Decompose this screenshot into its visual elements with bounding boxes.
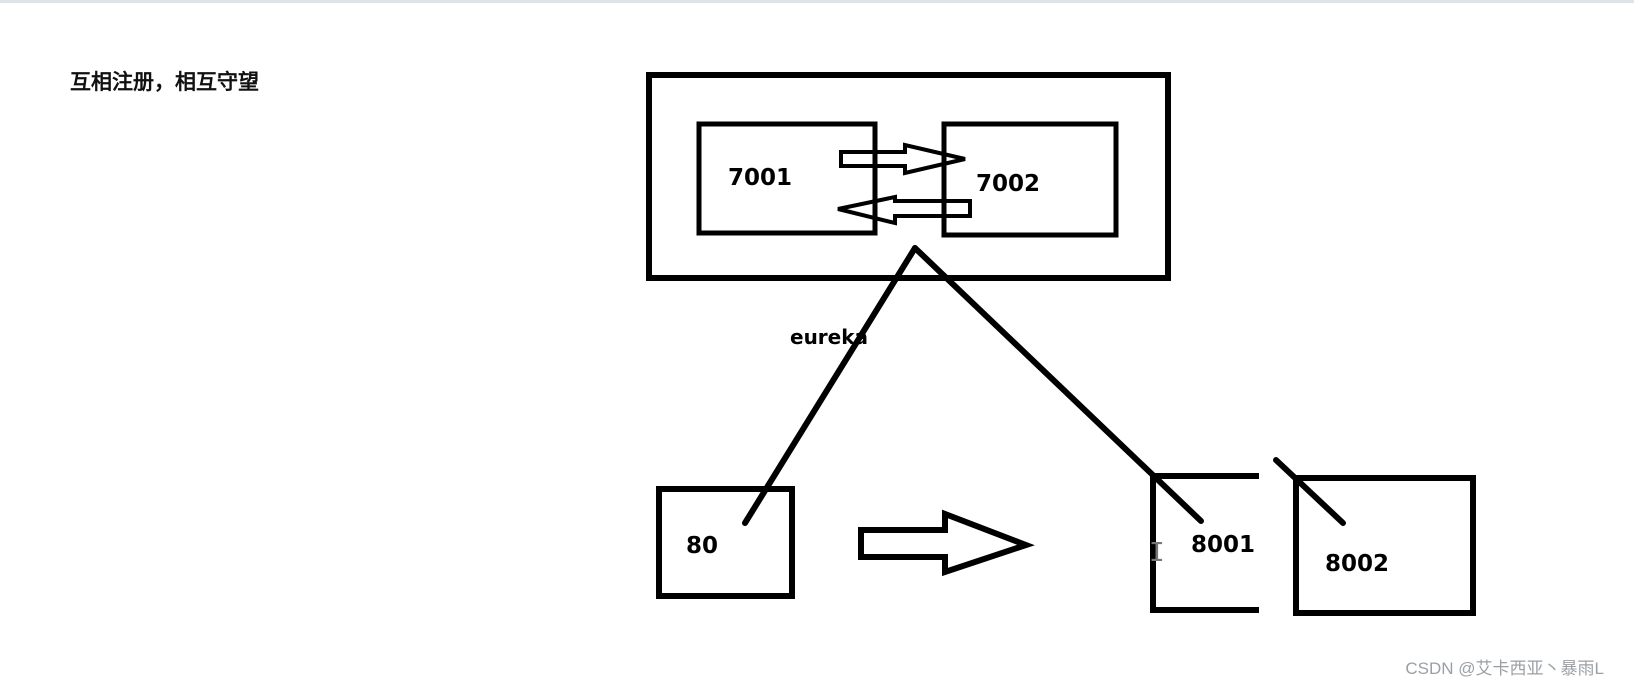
arrow-80-to-providers <box>858 509 1035 577</box>
eureka-cluster-box <box>646 72 1171 281</box>
node-8001-box <box>1150 473 1259 613</box>
node-7001-label: 7001 <box>728 165 792 191</box>
node-8002-label: 8002 <box>1325 551 1389 577</box>
node-7001-box <box>696 121 878 236</box>
link-eureka-to-8001 <box>912 245 1204 524</box>
watermark: CSDN @艾卡西亚丶暴雨L <box>1405 659 1604 678</box>
arrow-7001-to-7002 <box>839 142 966 176</box>
page-heading: 互相注册，相互守望 <box>70 70 259 94</box>
arrow-7002-to-7001 <box>837 194 972 226</box>
link-eureka-to-80 <box>742 245 918 526</box>
node-8001-label: 8001 <box>1191 532 1255 558</box>
link-stroke-8002 <box>1273 457 1346 526</box>
node-8002-box <box>1293 475 1476 616</box>
node-80-box <box>656 486 795 599</box>
node-80-label: 80 <box>686 533 718 559</box>
eureka-label: eureka <box>790 325 868 349</box>
node-7002-label: 7002 <box>976 171 1040 197</box>
text-cursor-icon: I <box>1149 538 1165 568</box>
top-border <box>0 0 1634 3</box>
node-7002-box <box>941 121 1119 238</box>
